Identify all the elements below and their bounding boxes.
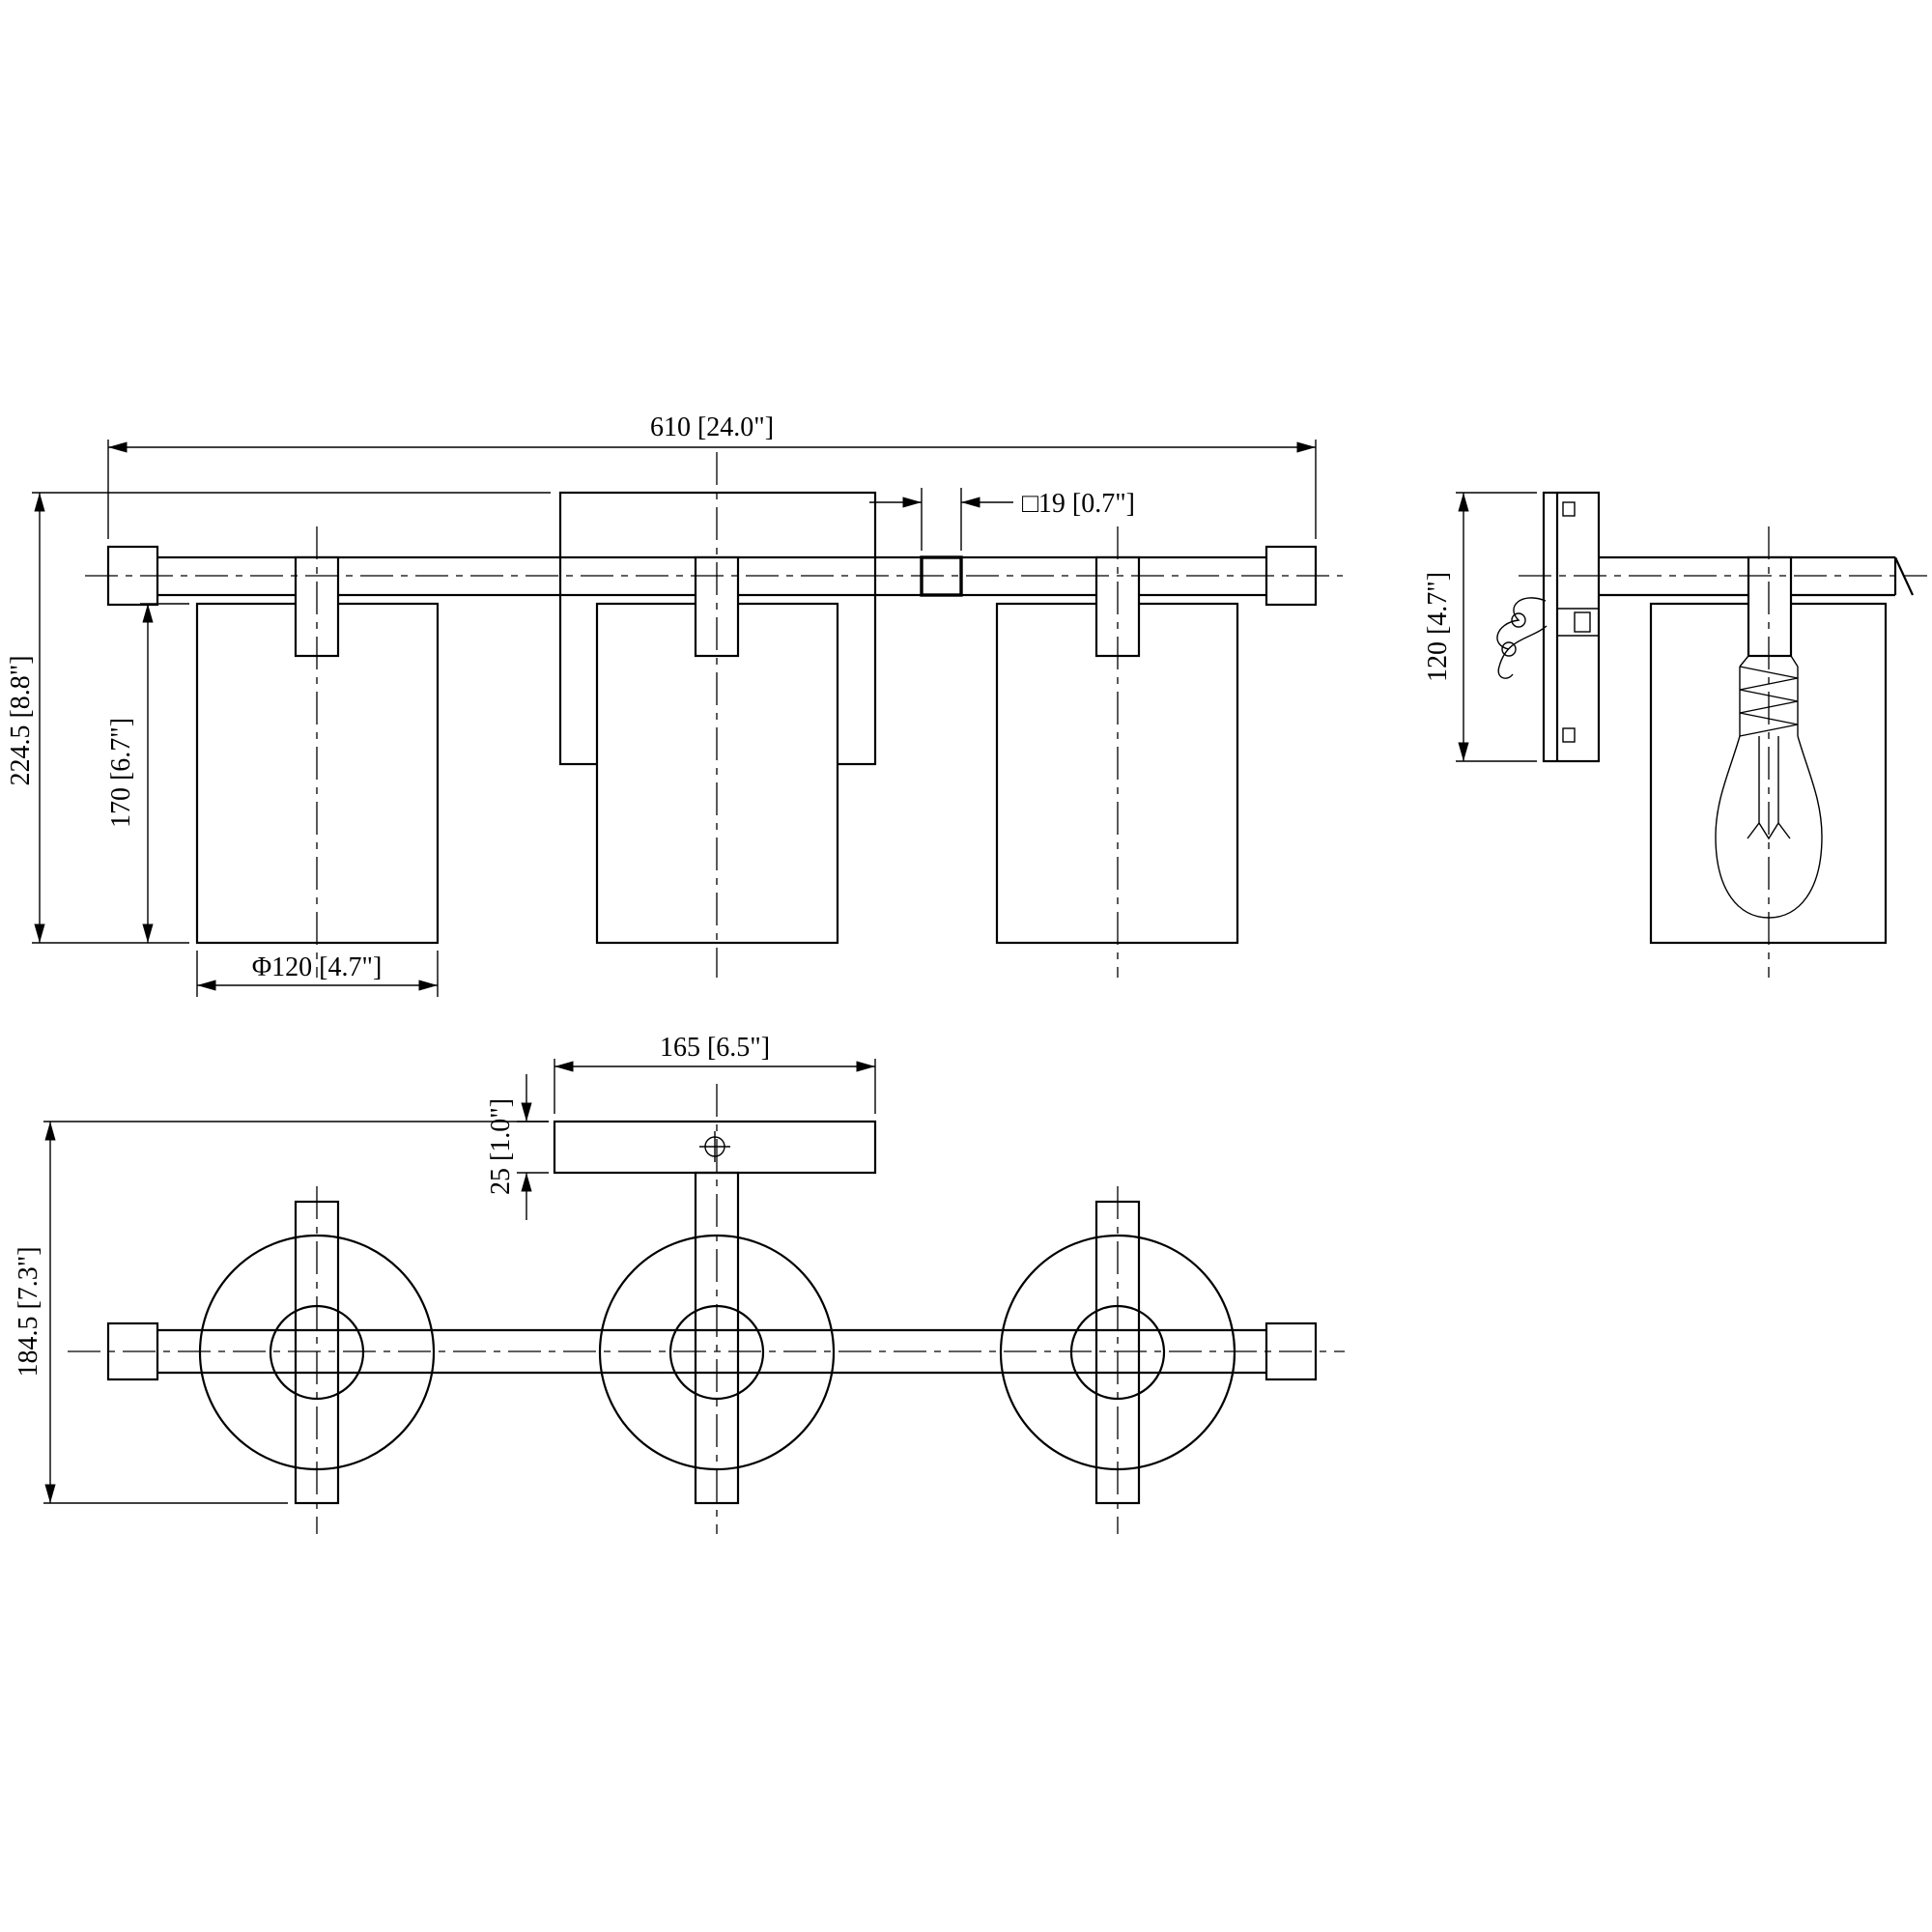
dim-canopy-depth: 25 [1.0"] [486, 1074, 549, 1220]
dim-backplate-height: 120 [4.7"] [1423, 492, 1537, 762]
dim-text-overall-height: 224.5 [8.8"] [6, 655, 36, 785]
stem-plan-center [694, 1171, 740, 1505]
plan-view: 165 [6.5"] 25 [1.0"] 184.5 [7.3"] [14, 1033, 1345, 1534]
mounting-screw-bottom [1562, 727, 1576, 743]
dim-text-canopy-depth: 25 [1.0"] [486, 1098, 516, 1195]
bulb-filament [1747, 821, 1791, 840]
dim-text-canopy-width: 165 [6.5"] [660, 1033, 770, 1063]
side-view: 120 [4.7"] [1423, 491, 1927, 978]
dim-shade-diameter: Φ120 [4.7"] [196, 951, 439, 997]
socket-edge [1739, 655, 1749, 668]
wire [1496, 597, 1547, 650]
socket-edge [1790, 655, 1799, 668]
stem-side [1747, 555, 1793, 658]
dim-overall-depth: 184.5 [7.3"] [14, 1121, 549, 1504]
dim-text-overall-width: 610 [24.0"] [650, 412, 774, 442]
dim-square-bar: □19 [0.7"] [869, 488, 1135, 551]
dim-shade-height: 170 [6.7"] [106, 603, 189, 943]
front-view: 610 [24.0"] □19 [0.7"] 224.5 [8.8"] 170 … [6, 412, 1343, 997]
dim-overall-width: 610 [24.0"] [107, 412, 1317, 539]
dim-text-shade-height: 170 [6.7"] [106, 718, 136, 828]
dim-text-backplate-height: 120 [4.7"] [1423, 572, 1453, 682]
dim-text-overall-depth: 184.5 [7.3"] [14, 1246, 43, 1377]
dim-canopy-width: 165 [6.5"] [554, 1033, 876, 1114]
dim-text-square-bar: □19 [0.7"] [1022, 489, 1135, 519]
dim-text-shade-diameter: Φ120 [4.7"] [252, 952, 383, 982]
bracket-bolt [1574, 611, 1591, 633]
wire-nut [1511, 612, 1526, 628]
mounting-screw-top [1562, 501, 1576, 517]
wire-nut [1501, 641, 1517, 657]
wire [1497, 625, 1548, 679]
dim-overall-height: 224.5 [8.8"] [6, 492, 551, 944]
